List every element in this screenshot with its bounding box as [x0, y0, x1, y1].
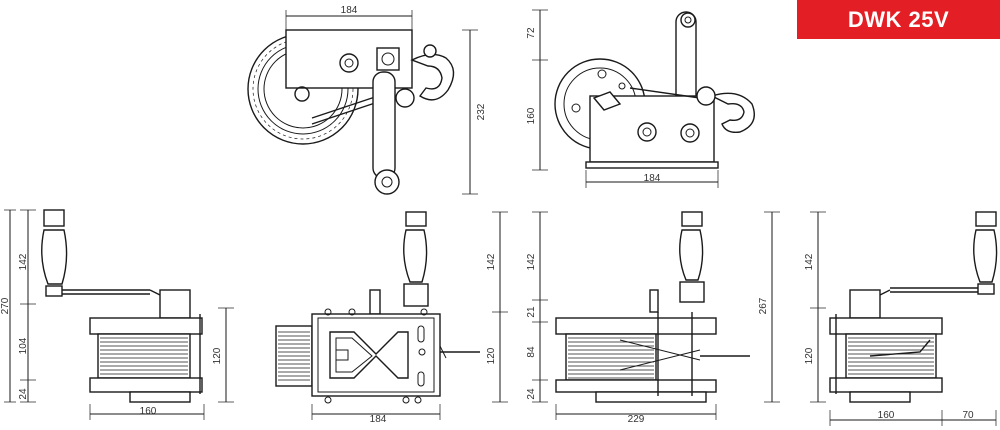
winch-side-view-right	[532, 9, 755, 188]
dim-view2-height-a: 142	[486, 253, 497, 270]
winch-front-view-1	[4, 209, 234, 420]
dim-view4-offset: 70	[962, 410, 974, 421]
winch-side-view-left	[247, 10, 478, 195]
dim-view4-height: 120	[804, 347, 815, 364]
dim-view1-total: 270	[0, 297, 11, 314]
winch-front-view-2	[275, 211, 508, 420]
dim-view2-height-b: 120	[486, 347, 497, 364]
dim-view2-width: 184	[370, 414, 387, 425]
dim-view3-base: 24	[526, 388, 537, 400]
winch-front-view-4	[810, 211, 998, 426]
dim-view4-width: 160	[878, 410, 895, 421]
dim-view1-height: 120	[212, 347, 223, 364]
dim-top-right-width: 184	[644, 173, 661, 184]
dim-top-right-height: 160	[526, 107, 537, 124]
model-badge: DWK 25V	[797, 0, 1000, 39]
dim-view1-handle: 142	[18, 253, 29, 270]
dim-view1-width: 160	[140, 406, 157, 417]
dim-view3-handle: 142	[526, 253, 537, 270]
model-badge-label: DWK 25V	[847, 6, 950, 32]
dim-view1-drum: 104	[18, 337, 29, 354]
dim-top-right-top: 72	[526, 27, 537, 39]
dim-view3-width: 229	[628, 414, 645, 425]
dim-top-left-height: 232	[476, 103, 487, 120]
dim-view3-drum: 84	[526, 346, 537, 358]
dim-view3-total: 267	[758, 297, 769, 314]
dim-view3-upper: 21	[526, 306, 537, 318]
winch-front-view-3	[532, 211, 780, 420]
dim-view4-handle: 142	[804, 253, 815, 270]
dim-view1-base: 24	[18, 388, 29, 400]
dim-top-left-width: 184	[341, 5, 358, 16]
